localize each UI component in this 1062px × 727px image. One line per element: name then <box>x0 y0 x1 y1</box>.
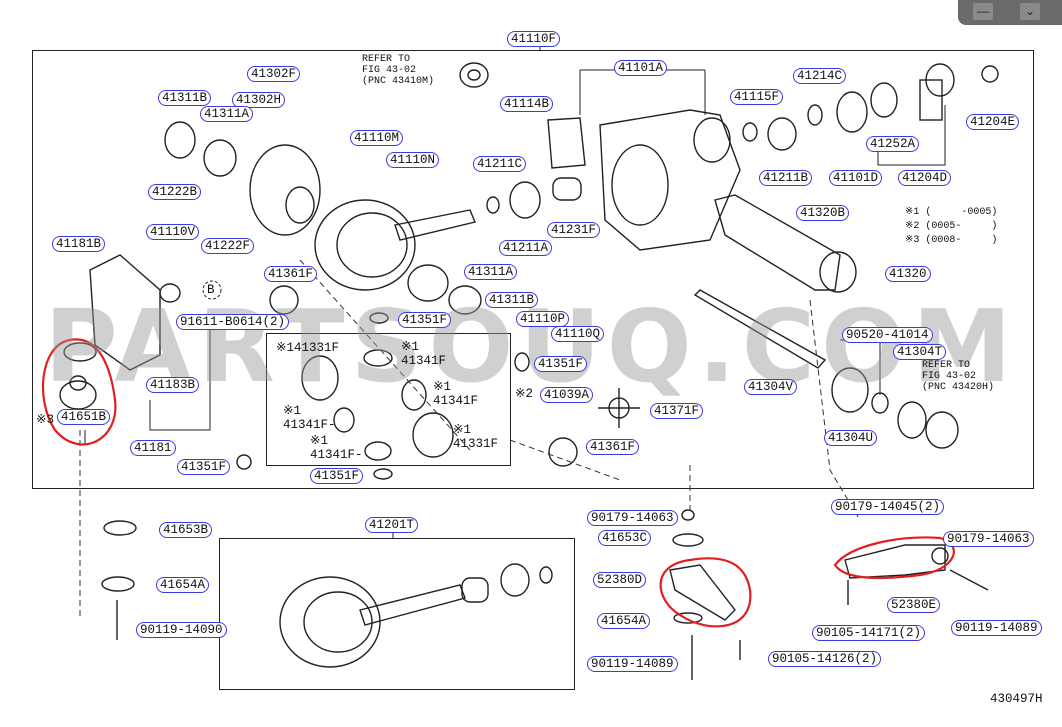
highlight-circle-41651B <box>41 338 117 446</box>
red-highlight-marks <box>41 338 955 628</box>
part-number-label[interactable]: 41302F <box>247 66 301 82</box>
mark-2: ※2 <box>515 387 533 401</box>
part-number-label[interactable]: 90179-14045(2) <box>831 499 945 515</box>
part-number-label[interactable]: 41252A <box>866 136 920 152</box>
part-number-label[interactable]: 90105-14126(2) <box>768 651 882 667</box>
part-number-label[interactable]: 41181 <box>130 440 176 456</box>
part-number-label[interactable]: 41653C <box>598 530 652 546</box>
refer-note-1: REFER TO FIG 43-02 (PNC 43410M) <box>362 54 435 87</box>
part-number-label[interactable]: 41211A <box>499 240 553 256</box>
part-number-label[interactable]: 41110M <box>350 130 404 146</box>
diff-label-2: ※1 41341F <box>401 340 447 368</box>
part-number-label[interactable]: 41304T <box>893 344 947 360</box>
part-number-label[interactable]: 90119-14089 <box>587 656 678 672</box>
part-number-label[interactable]: 41211C <box>473 156 527 172</box>
part-number-label[interactable]: 41351F <box>534 356 588 372</box>
part-number-label[interactable]: 41311B <box>158 90 212 106</box>
part-number-label[interactable]: 41351F <box>177 459 231 475</box>
part-number-label[interactable]: 41222F <box>201 238 255 254</box>
part-number-label[interactable]: 41311A <box>200 106 254 122</box>
mark-3: ※3 <box>36 413 54 427</box>
part-number-label[interactable]: 41204D <box>898 170 952 186</box>
part-number-label[interactable]: 41183B <box>146 377 200 393</box>
ring-pinion-kit-box <box>219 538 575 690</box>
carrier-housing-part <box>599 109 741 251</box>
part-number-label[interactable]: 52380E <box>887 597 941 613</box>
part-number-label[interactable]: 90179-14063 <box>587 510 678 526</box>
part-number-label[interactable]: 41320 <box>885 266 931 282</box>
part-number-label[interactable]: 41211B <box>759 170 813 186</box>
part-number-label[interactable]: 41651B <box>57 409 111 425</box>
part-number-label[interactable]: 41653B <box>159 522 213 538</box>
part-number-label[interactable]: 41214C <box>793 68 847 84</box>
differential-case-part <box>249 144 321 236</box>
part-number-label[interactable]: 41110V <box>146 224 200 240</box>
highlight-circle-52380D <box>659 557 752 628</box>
part-number-label[interactable]: 41311B <box>485 292 539 308</box>
axle-tube-part <box>714 194 841 291</box>
differential-cover-part <box>89 254 161 371</box>
part-number-label[interactable]: 41351F <box>310 468 364 484</box>
legend-1: ※1 ( -0005) <box>905 207 998 218</box>
part-number-label[interactable]: 52380D <box>593 572 647 588</box>
part-number-label[interactable]: 41039A <box>540 387 594 403</box>
part-number-label[interactable]: 41320B <box>796 205 850 221</box>
diff-label-6: ※1 41341F- <box>310 434 363 462</box>
part-number-label[interactable]: 41361F <box>264 266 318 282</box>
part-number-label[interactable]: 41654A <box>156 577 210 593</box>
part-number-label[interactable]: 41231F <box>547 222 601 238</box>
part-number-label[interactable]: 91611-B0614(2) <box>176 314 290 330</box>
chevron-down-icon[interactable]: ⌄ <box>1020 3 1040 20</box>
part-number-label[interactable]: 41361F <box>586 439 640 455</box>
part-number-label[interactable]: 41115F <box>730 89 784 105</box>
part-number-label[interactable]: 41311A <box>464 264 518 280</box>
part-number-label[interactable]: 90105-14171(2) <box>812 625 926 641</box>
differential-gear-box <box>266 333 511 466</box>
part-number-label[interactable]: 41222B <box>148 184 202 200</box>
main-assembly-frame <box>32 50 1034 489</box>
part-number-label[interactable]: 41304V <box>744 379 798 395</box>
legend-3: ※3 (0008- ) <box>905 235 998 246</box>
part-number-label[interactable]: 90119-14090 <box>136 622 227 638</box>
ring-gear-part <box>314 199 416 291</box>
diff-label-5: ※1 41331F <box>453 423 499 451</box>
part-number-label[interactable]: 41101D <box>829 170 883 186</box>
highlight-circle-52380E <box>833 536 955 580</box>
part-number-label[interactable]: 41302H <box>232 92 286 108</box>
part-number-label[interactable]: 41101A <box>614 60 668 76</box>
callout-b-text: B <box>207 283 215 297</box>
figure-code: 430497H <box>990 692 1043 706</box>
refer-note-2: REFER TO FIG 43-02 (PNC 43420H) <box>922 360 995 393</box>
diff-label-3: ※1 41341F <box>433 380 479 408</box>
part-number-label[interactable]: 90520-41014 <box>842 327 933 343</box>
part-number-label[interactable]: 41110P <box>516 311 570 327</box>
part-number-label[interactable]: 41654A <box>597 613 651 629</box>
part-number-label[interactable]: 41371F <box>650 403 704 419</box>
diff-label-1: ※141331F <box>276 341 339 355</box>
part-number-label[interactable]: 41110Q <box>551 326 605 342</box>
part-number-label[interactable]: 41351F <box>398 312 452 328</box>
minimize-icon[interactable]: — <box>973 3 993 20</box>
legend-2: ※2 (0005- ) <box>905 221 998 232</box>
part-number-label[interactable]: 41110N <box>386 152 440 168</box>
axle-shaft-part <box>693 289 827 369</box>
part-number-label[interactable]: 90119-14089 <box>951 620 1042 636</box>
part-number-label[interactable]: 41201T <box>365 517 419 533</box>
part-number-label[interactable]: 41181B <box>52 236 106 252</box>
part-number-label[interactable]: 90179-14063 <box>943 531 1034 547</box>
part-number-label[interactable]: 41114B <box>500 96 554 112</box>
callout-b-circle <box>202 280 222 300</box>
part-number-label[interactable]: 41304U <box>824 430 878 446</box>
part-number-label[interactable]: 41204E <box>966 114 1020 130</box>
part-number-label[interactable]: 41110F <box>507 31 561 47</box>
diff-label-4: ※1 41341F- <box>283 404 336 432</box>
window-control-bar: — ⌄ <box>958 0 1062 25</box>
